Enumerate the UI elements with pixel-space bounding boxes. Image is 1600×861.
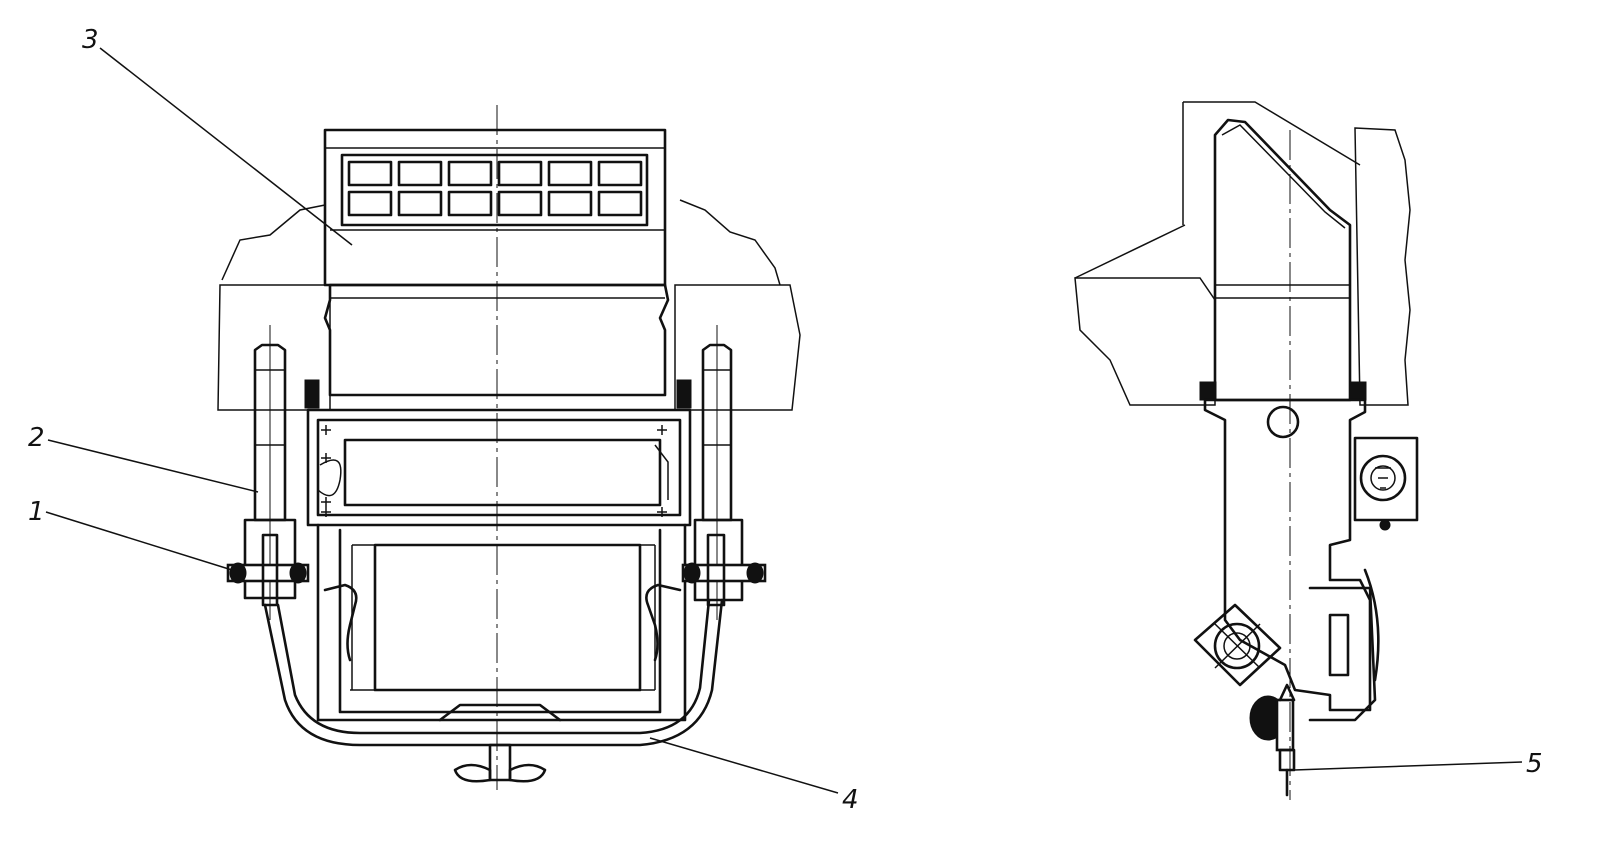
side-upper-body	[1213, 118, 1352, 402]
grille-slot	[497, 190, 543, 217]
spring-left	[323, 583, 358, 662]
side-latch	[1308, 586, 1377, 722]
grille-frame	[340, 153, 649, 227]
side-view	[1074, 101, 1419, 800]
grille-slot	[547, 190, 593, 217]
left-bolt-assembly	[226, 325, 310, 620]
front-view	[217, 105, 801, 790]
leader-lines	[45, 47, 1523, 794]
grille-slot	[347, 190, 393, 217]
side-wall-left	[1074, 277, 1216, 406]
screw-mark	[657, 425, 667, 435]
callout-5: 5	[1526, 749, 1543, 779]
screw-mark	[321, 497, 331, 507]
seal-right	[676, 379, 692, 409]
seal-left	[304, 379, 320, 409]
side-lower-body	[1203, 398, 1372, 712]
right-bolt-assembly	[681, 325, 767, 620]
square-nut	[1193, 603, 1282, 687]
grille-slot	[397, 190, 443, 217]
screw-mark	[657, 507, 667, 517]
wing-nut	[453, 743, 547, 783]
side-pivot	[1266, 405, 1300, 439]
grille-slot	[447, 160, 493, 187]
wall-break-right	[679, 199, 781, 286]
wall-break-left	[221, 204, 326, 281]
grille-slot	[547, 160, 593, 187]
callout-4: 4	[842, 785, 859, 815]
grille-slot	[597, 160, 643, 187]
grille-slot	[397, 160, 443, 187]
inner-panel	[343, 438, 662, 507]
grille-housing	[323, 128, 667, 287]
screw-mark	[321, 507, 331, 517]
callout-1: 1	[28, 497, 45, 527]
spring-right	[645, 583, 682, 662]
grille-slots	[340, 153, 649, 227]
filter-block	[373, 543, 642, 692]
middle-frame	[306, 408, 692, 527]
grille-slot	[447, 190, 493, 217]
callout-3: 3	[82, 25, 99, 55]
frame-screws	[321, 425, 667, 517]
lower-housing	[316, 523, 687, 722]
side-wall-right	[1354, 127, 1411, 406]
right-wall-section	[674, 284, 801, 411]
base-plate	[438, 703, 562, 722]
lamp-holder	[1353, 436, 1419, 531]
callout-2: 2	[28, 423, 45, 453]
grille-slot	[347, 160, 393, 187]
screw-mark	[321, 425, 331, 435]
side-bottom-bolt	[1249, 683, 1296, 797]
grille-slot	[597, 190, 643, 217]
upper-box	[323, 283, 670, 397]
grille-slot	[497, 160, 543, 187]
screw-mark	[321, 453, 331, 463]
